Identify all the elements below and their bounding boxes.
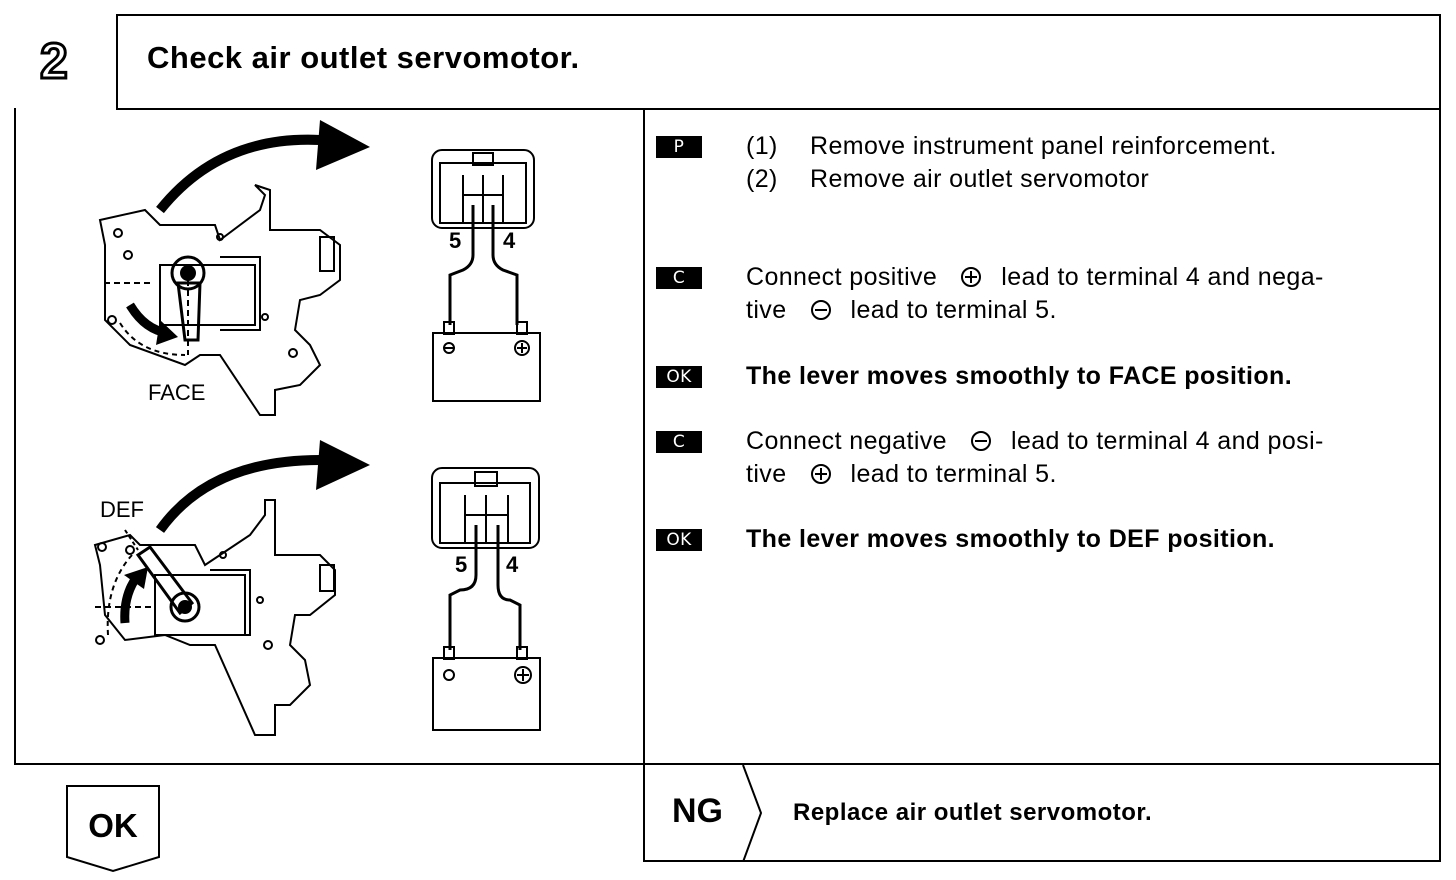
face-position-drawing [98,120,370,416]
terminal-4-label: 4 [506,552,519,577]
ng-action: Replace air outlet servomotor. [793,799,1153,826]
badge-ok: OK [656,366,702,388]
negative-icon [810,300,831,320]
badge-check: C [656,267,702,289]
badge-prep: P [656,136,702,158]
terminal-5-label: 5 [455,552,467,577]
ng-chevron-icon [742,765,763,862]
prep-line-1: (1)Remove instrument panel reinforcement… [746,132,1277,160]
step-number-cell: 2 [14,14,118,110]
face-connector-diagram [431,149,541,402]
column-divider [643,110,645,862]
terminal-4-label: 4 [503,228,516,253]
def-label: DEF [100,497,144,522]
step-body [14,108,1441,765]
ng-label: NG [672,792,723,830]
prep-line-2: (2)Remove air outlet servomotor [746,165,1150,193]
def-connector-diagram [431,467,541,731]
terminal-5-label: 5 [449,228,461,253]
positive-icon [810,464,831,484]
ok-label: OK [88,807,138,844]
step-number: 2 [39,33,70,89]
ok-result-arrow: OK [66,785,160,873]
badge-check: C [656,431,702,453]
step-title: Check air outlet servomotor. [147,40,580,75]
negative-icon [970,431,991,451]
ok-arrow-icon [66,785,160,873]
def-position-drawing [93,440,370,736]
positive-icon [961,267,982,287]
servomotor-illustrations: FACE DEF 5 4 5 4 [93,120,541,736]
ng-result-box [643,765,1441,862]
face-label: FACE [148,380,205,405]
badge-ok: OK [656,529,702,551]
